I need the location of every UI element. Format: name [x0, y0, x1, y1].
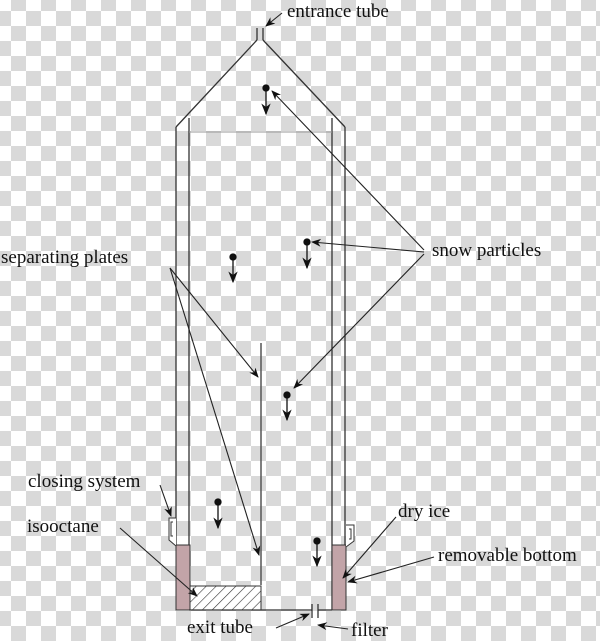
leader-arrows	[119, 12, 435, 631]
label-entrance-tube: entrance tube	[287, 1, 389, 22]
label-exit-tube: exit tube	[187, 617, 253, 638]
label-removable-bottom: removable bottom	[438, 545, 577, 566]
label-separating-plates: separating plates	[1, 247, 129, 268]
label-isooctane: isooctane	[27, 516, 99, 537]
entrance-tube	[175, 28, 346, 128]
dry-ice-left	[175, 544, 191, 611]
label-filter: filter	[351, 620, 388, 641]
snow-particles	[213, 84, 322, 568]
label-snow-particles: snow particles	[432, 240, 542, 261]
isooctane-bath	[189, 585, 262, 611]
closing-system-left	[168, 517, 177, 547]
closing-system-right	[345, 524, 355, 548]
label-closing-system: closing system	[28, 471, 141, 492]
label-dry-ice: dry ice	[398, 501, 451, 522]
exit-tube	[189, 604, 332, 618]
